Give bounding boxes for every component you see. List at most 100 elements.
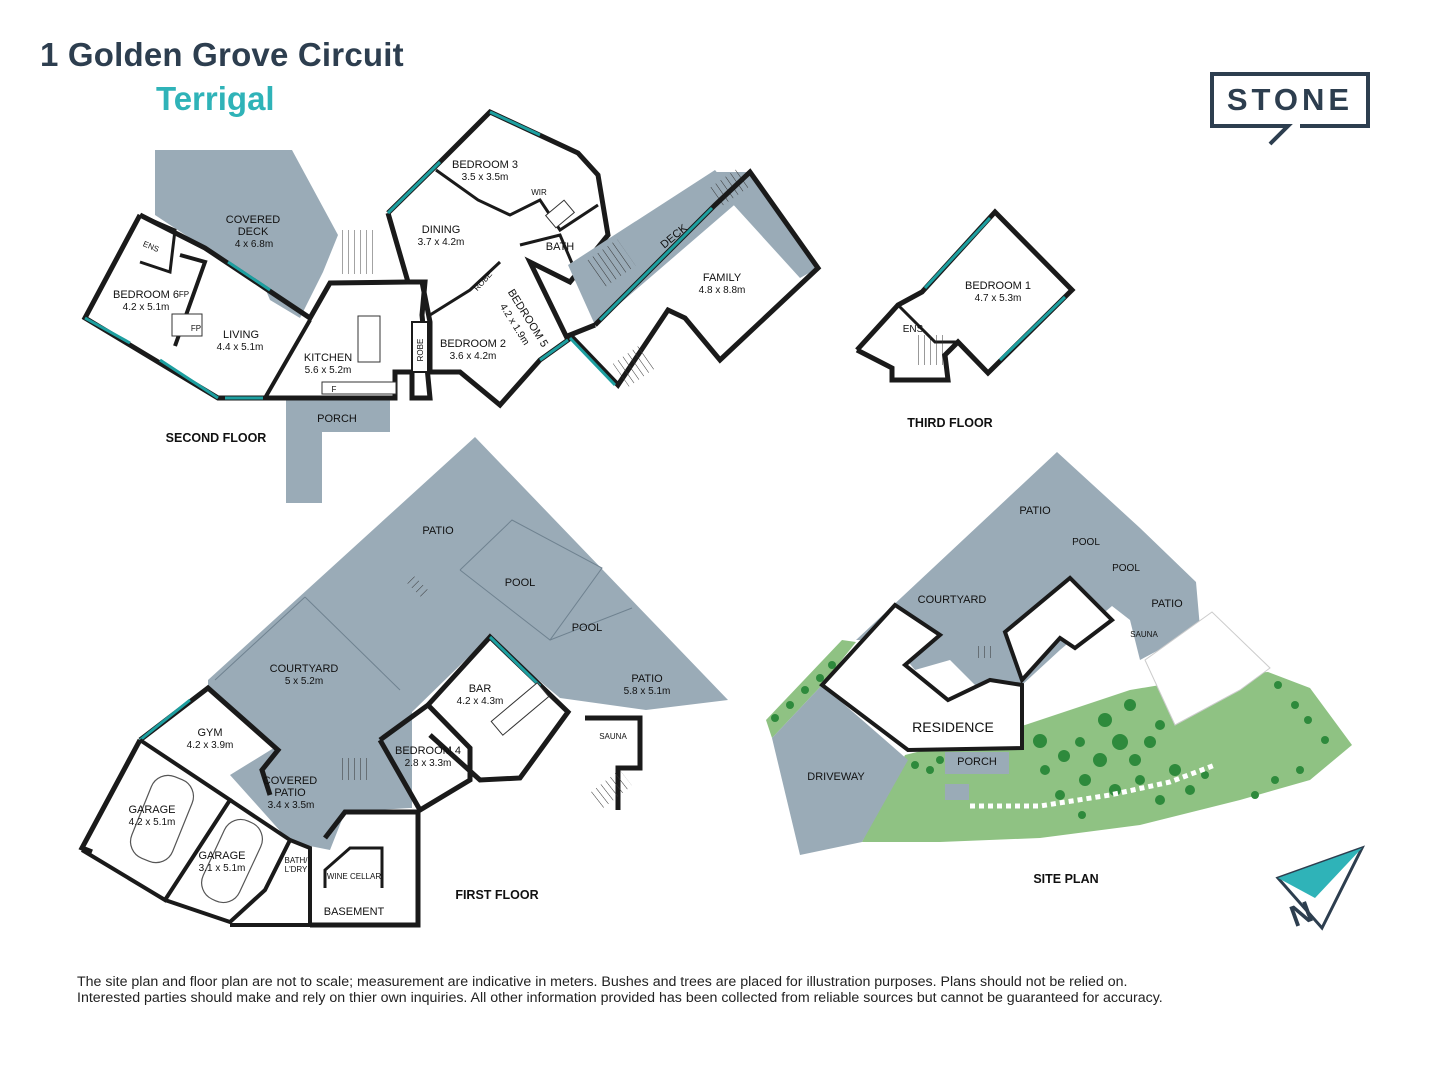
site-porch-label: PORCH	[957, 756, 997, 768]
stairs-sauna-icon	[588, 769, 632, 811]
wall	[429, 260, 502, 317]
kitchen-size: 5.6 x 5.2m	[305, 365, 352, 376]
second-floor-label: SECOND FLOOR	[166, 431, 267, 445]
dining-label: DINING	[422, 224, 461, 236]
stairs-site-icon	[976, 646, 994, 658]
window	[386, 160, 442, 215]
porch-steps	[945, 784, 969, 800]
dining-size: 3.7 x 4.2m	[418, 237, 465, 248]
wall	[310, 809, 421, 928]
car-icon	[201, 818, 263, 904]
wall	[377, 701, 473, 814]
zone-line	[304, 596, 401, 691]
wall	[139, 213, 177, 275]
bedroom1-label: BEDROOM 1	[965, 280, 1031, 292]
stairs-2f-icon	[340, 230, 374, 274]
stairs-deck-icon	[584, 239, 636, 289]
covered-deck-size: 4 x 6.8m	[235, 239, 273, 250]
window	[488, 635, 542, 688]
residence-upper	[1002, 575, 1116, 684]
porch-area	[286, 398, 390, 503]
window	[489, 110, 541, 137]
patio2-1f-size: 5.8 x 5.1m	[624, 686, 671, 697]
courtyard-1f-size: 5 x 5.2m	[285, 676, 323, 687]
covered-deck-area	[155, 150, 338, 318]
garden-area	[862, 672, 1352, 842]
wall	[263, 319, 312, 399]
residence-label: RESIDENCE	[912, 719, 994, 735]
residence-outline	[819, 602, 1024, 753]
basement-label: BASEMENT	[324, 906, 385, 918]
window	[598, 206, 714, 322]
patio-1f-label: PATIO	[422, 525, 454, 537]
north-arrow-icon: N	[1275, 845, 1366, 934]
bedroom3-label: BEDROOM 3	[452, 159, 518, 171]
disclaimer-line-2: Interested parties should make and rely …	[77, 990, 1163, 1006]
site-patio-label: PATIO	[1019, 505, 1051, 517]
bar-label: BAR	[469, 683, 492, 695]
site-pool1-label: POOL	[1072, 537, 1100, 548]
fp-label-2: FP	[191, 324, 201, 333]
garage2-label: GARAGE	[198, 850, 245, 862]
site-plan-label: SITE PLAN	[1033, 872, 1098, 886]
bedroom4-size: 2.8 x 3.3m	[405, 758, 452, 769]
family-stair-area	[712, 172, 818, 278]
bedroom2-size: 3.6 x 4.2m	[450, 351, 497, 362]
bedroom6-size: 4.2 x 5.1m	[123, 302, 170, 313]
window	[998, 295, 1067, 362]
stairs-cov-patio-icon	[338, 758, 368, 780]
covered-patio-label-2: PATIO	[274, 787, 306, 799]
window	[84, 316, 131, 345]
site-pool2-label: POOL	[1112, 563, 1140, 574]
covered-deck-label: COVERED	[226, 214, 280, 226]
zone-line	[549, 607, 633, 641]
fp-label-1: FP	[179, 290, 189, 299]
wall	[78, 738, 143, 855]
pool1-1f-label: POOL	[505, 577, 536, 589]
bedroom3-size: 3.5 x 3.5m	[462, 172, 509, 183]
garage1-label: GARAGE	[128, 804, 175, 816]
gym-label: GYM	[197, 727, 222, 739]
robe2-label: ROBE	[472, 270, 494, 293]
sauna-1f-label: SAUNA	[599, 732, 627, 741]
bedroom1-size: 4.7 x 5.3m	[975, 293, 1022, 304]
stone-logo: STONE	[1210, 72, 1370, 146]
family-label: FAMILY	[703, 272, 742, 284]
ens-2f-label: ENS	[142, 239, 161, 254]
page-subtitle: Terrigal	[156, 80, 275, 117]
car-icon	[129, 774, 195, 864]
robe-label: ROBE	[416, 339, 425, 362]
kitchen-island	[357, 315, 381, 363]
first-floor-plan: PATIO POOL POOL PATIO 5.8 x 5.1m COURTYA…	[78, 437, 728, 928]
deck-area	[568, 170, 740, 325]
ens-3f-label: ENS	[903, 324, 924, 335]
kitchen-label: KITCHEN	[304, 352, 352, 364]
stairs-family-icon	[708, 167, 752, 207]
window	[923, 216, 992, 290]
garage1-size: 4.2 x 5.1m	[129, 817, 176, 828]
logo-text: STONE	[1226, 82, 1354, 117]
window	[539, 338, 569, 362]
bar-counter	[490, 682, 550, 736]
fridge-label: F	[332, 385, 337, 394]
wall	[855, 208, 1076, 383]
residence-right	[1144, 611, 1271, 726]
covered-deck-label-2: DECK	[238, 226, 269, 238]
pool-outline	[459, 519, 603, 641]
garage2-size: 3.1 x 5.1m	[199, 863, 246, 874]
disclaimer-line-1: The site plan and floor plan are not to …	[77, 974, 1128, 990]
wall	[164, 798, 293, 925]
site-plan: PATIO POOL POOL PATIO COURTYARD SAUNA RE…	[766, 452, 1352, 886]
bath-ldry-label-2: L'DRY	[285, 865, 308, 874]
porch-site-area	[945, 752, 1009, 774]
porch-2f-label: PORCH	[317, 413, 357, 425]
window	[568, 336, 617, 387]
tree-cluster	[771, 661, 1329, 819]
page-title: 1 Golden Grove Circuit	[40, 36, 404, 73]
patio-area-1f	[208, 437, 728, 808]
site-courtyard-label: COURTYARD	[918, 594, 987, 606]
site-hardscape	[856, 452, 1200, 700]
courtyard-1f-label: COURTYARD	[270, 663, 339, 675]
wine-cellar-outline	[323, 846, 384, 888]
wir-label: WIR	[531, 188, 547, 197]
